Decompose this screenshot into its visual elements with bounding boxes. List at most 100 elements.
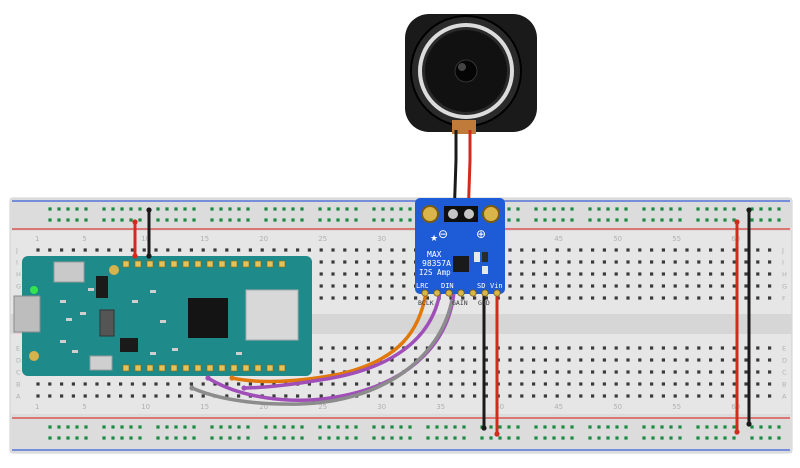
rail-hole bbox=[408, 218, 412, 222]
breadboard-hole bbox=[661, 394, 665, 398]
breadboard-hole bbox=[178, 248, 182, 252]
breadboard-hole bbox=[626, 260, 630, 264]
rail-hole bbox=[678, 436, 682, 440]
rail-hole bbox=[354, 207, 358, 211]
rail-hole bbox=[372, 207, 376, 211]
breadboard-hole bbox=[602, 284, 606, 288]
breadboard-hole bbox=[331, 248, 335, 252]
breadboard-hole bbox=[319, 248, 323, 252]
rail-hole bbox=[660, 218, 664, 222]
rail-hole bbox=[714, 207, 718, 211]
rail-hole bbox=[498, 436, 502, 440]
breadboard-hole bbox=[697, 382, 701, 386]
rail-hole bbox=[381, 207, 385, 211]
column-number: 5 bbox=[82, 403, 86, 411]
rail-hole bbox=[606, 425, 610, 429]
breadboard-hole bbox=[520, 248, 524, 252]
rail-hole bbox=[777, 207, 781, 211]
rail-hole bbox=[759, 207, 763, 211]
breadboard-hole bbox=[756, 370, 760, 374]
pin-label-gain: GAIN bbox=[452, 299, 468, 307]
rail-hole bbox=[561, 218, 565, 222]
rail-hole bbox=[84, 218, 88, 222]
mcu-pin bbox=[218, 364, 226, 372]
row-letter: A bbox=[782, 393, 787, 401]
rail-hole bbox=[354, 425, 358, 429]
rail-hole bbox=[66, 207, 70, 211]
breadboard-hole bbox=[614, 358, 618, 362]
mcu-pin bbox=[170, 260, 178, 268]
breadboard-hole bbox=[355, 358, 359, 362]
breadboard-hole bbox=[201, 248, 205, 252]
rail-hole bbox=[282, 425, 286, 429]
breadboard-hole bbox=[650, 296, 654, 300]
breadboard-hole bbox=[532, 272, 536, 276]
breadboard-hole bbox=[567, 358, 571, 362]
rail-hole bbox=[219, 218, 223, 222]
rail-hole bbox=[381, 425, 385, 429]
breadboard-hole bbox=[366, 394, 370, 398]
breadboard-hole bbox=[756, 346, 760, 350]
rail-hole bbox=[48, 425, 52, 429]
rail-hole bbox=[120, 425, 124, 429]
mcu-pin bbox=[242, 364, 250, 372]
breadboard-hole bbox=[331, 370, 335, 374]
row-letter: J bbox=[15, 247, 18, 255]
column-number: 20 bbox=[259, 235, 268, 243]
row-letter: I bbox=[782, 259, 784, 267]
amp-pin bbox=[421, 289, 429, 297]
breadboard-hole bbox=[107, 394, 111, 398]
smd-component bbox=[132, 300, 138, 303]
breadboard-hole bbox=[720, 382, 724, 386]
mcu-pin bbox=[266, 364, 274, 372]
rail-hole bbox=[75, 207, 79, 211]
rail-hole bbox=[57, 207, 61, 211]
breadboard-hole bbox=[355, 272, 359, 276]
breadboard-hole bbox=[60, 248, 64, 252]
breadboard-hole bbox=[685, 296, 689, 300]
breadboard-hole bbox=[60, 394, 64, 398]
breadboard-hole bbox=[768, 284, 772, 288]
rail-hole bbox=[282, 436, 286, 440]
breadboard-hole bbox=[437, 382, 441, 386]
rail-hole bbox=[138, 218, 142, 222]
breadboard-hole bbox=[555, 346, 559, 350]
breadboard-hole bbox=[272, 394, 276, 398]
breadboard-hole bbox=[626, 296, 630, 300]
breadboard-hole bbox=[661, 284, 665, 288]
rail-hole bbox=[561, 207, 565, 211]
rail-hole bbox=[570, 425, 574, 429]
rail-hole bbox=[336, 218, 340, 222]
terminal-screw-minus bbox=[448, 209, 458, 219]
smd-component bbox=[60, 340, 66, 343]
rail-hole bbox=[345, 425, 349, 429]
breadboard-hole bbox=[720, 394, 724, 398]
rail-hole bbox=[615, 218, 619, 222]
rail-hole bbox=[300, 436, 304, 440]
breadboard-hole bbox=[650, 382, 654, 386]
breadboard-hole bbox=[567, 296, 571, 300]
rail-hole bbox=[516, 207, 520, 211]
breadboard-hole bbox=[166, 382, 170, 386]
amp-cap-2 bbox=[482, 252, 488, 262]
rail-hole bbox=[219, 436, 223, 440]
rail-hole bbox=[102, 425, 106, 429]
breadboard-hole bbox=[437, 346, 441, 350]
rail-hole bbox=[390, 425, 394, 429]
breadboard-hole bbox=[579, 272, 583, 276]
rail-hole bbox=[570, 218, 574, 222]
breadboard-hole bbox=[296, 248, 300, 252]
rail-hole bbox=[228, 218, 232, 222]
speaker-highlight bbox=[458, 63, 466, 71]
rail-hole bbox=[552, 218, 556, 222]
rail-hole bbox=[777, 436, 781, 440]
breadboard-hole bbox=[473, 370, 477, 374]
breadboard-hole bbox=[614, 248, 618, 252]
breadboard-hole bbox=[626, 394, 630, 398]
rail-hole bbox=[696, 436, 700, 440]
rail-hole bbox=[273, 218, 277, 222]
breadboard-hole bbox=[225, 394, 229, 398]
breadboard-hole bbox=[602, 272, 606, 276]
breadboard-hole bbox=[461, 370, 465, 374]
rail-hole bbox=[345, 436, 349, 440]
